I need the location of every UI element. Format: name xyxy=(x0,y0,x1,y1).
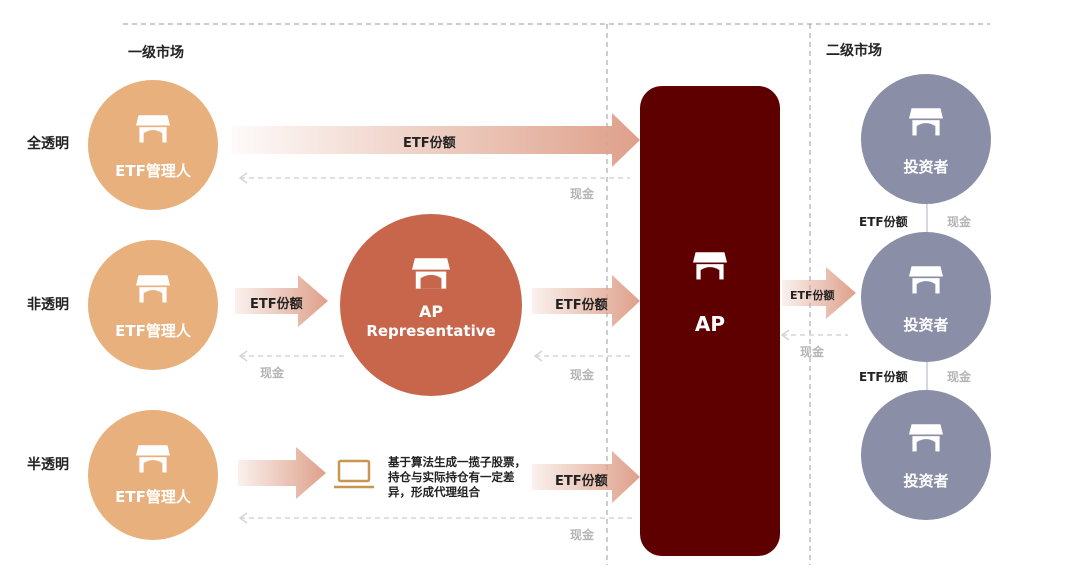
row-label-full: 全透明 xyxy=(27,136,69,152)
laptop-icon xyxy=(334,459,374,489)
store-icon xyxy=(136,443,170,473)
investor-1: 投资者 xyxy=(861,74,991,204)
algo-note-line-2: 持仓与实际持仓有一定差 xyxy=(388,470,515,484)
flow-label-etf: ETF份额 xyxy=(555,298,608,313)
etf-manager-full: ETF管理人 xyxy=(88,80,218,210)
investor-3: 投资者 xyxy=(861,390,991,520)
arrow-non-cash-1 xyxy=(238,350,345,362)
investor-label: 投资者 xyxy=(903,316,949,334)
primary-market-title: 一级市场 xyxy=(128,45,184,61)
store-icon xyxy=(412,256,450,289)
arrow-semi-to-algo xyxy=(238,447,326,499)
ap-box: AP xyxy=(640,86,780,556)
flow-label-etf: ETF份额 xyxy=(250,297,303,312)
etf-manager-non: ETF管理人 xyxy=(88,240,218,370)
store-icon xyxy=(909,422,943,452)
store-icon xyxy=(136,113,170,143)
investor-label: 投资者 xyxy=(903,472,949,490)
flow-label-cash: 现金 xyxy=(260,366,285,380)
arrow-ap-investor-etf xyxy=(782,267,856,319)
flow-label-etf: ETF份额 xyxy=(859,215,908,229)
etf-manager-semi: ETF管理人 xyxy=(88,410,218,540)
arrow-non-cash-2 xyxy=(533,350,632,362)
flow-label-cash: 现金 xyxy=(570,187,595,201)
etf-manager-label: ETF管理人 xyxy=(115,322,191,340)
arrow-non-etf-1 xyxy=(235,275,328,327)
flow-label-cash: 现金 xyxy=(570,368,595,382)
ap-rep-label-1: AP xyxy=(418,302,444,321)
arrow-full-cash xyxy=(238,172,630,184)
etf-manager-label: ETF管理人 xyxy=(115,162,191,180)
investor-label: 投资者 xyxy=(903,158,949,176)
secondary-market-title: 二级市场 xyxy=(826,43,882,59)
store-icon xyxy=(909,264,943,294)
flow-label-cash: 现金 xyxy=(570,528,595,542)
arrow-semi-cash xyxy=(238,512,632,524)
flow-label-cash: 现金 xyxy=(800,345,825,359)
arrow-full-etf xyxy=(232,113,640,167)
flow-label-etf: ETF份额 xyxy=(555,474,608,489)
store-icon xyxy=(693,250,727,280)
arrow-semi-etf xyxy=(532,451,640,503)
flow-label-etf: ETF份额 xyxy=(859,370,908,384)
ap-representative: AP Representative xyxy=(340,214,522,396)
ap-label: AP xyxy=(694,312,726,336)
arrow-non-etf-2 xyxy=(532,275,640,327)
store-icon xyxy=(136,273,170,303)
flow-label-etf: ETF份额 xyxy=(403,136,456,151)
algo-note-line-3: 异，形成代理组合 xyxy=(388,485,480,499)
arrow-investor-ap-cash xyxy=(780,329,848,341)
algo-note: 基于算法生成一揽子股票， 持仓与实际持仓有一定差 异，形成代理组合 xyxy=(388,455,526,500)
algo-note-line-1: 基于算法生成一揽子股票， xyxy=(388,455,526,469)
etf-manager-label: ETF管理人 xyxy=(115,488,191,506)
investor-2: 投资者 xyxy=(861,232,991,362)
row-label-non: 非透明 xyxy=(27,297,69,313)
store-icon xyxy=(909,106,943,136)
flow-label-cash: 现金 xyxy=(947,370,972,384)
flow-label-cash: 现金 xyxy=(947,215,972,229)
row-label-semi: 半透明 xyxy=(27,457,69,473)
flow-label-etf: ETF份额 xyxy=(790,289,835,302)
ap-rep-label-2: Representative xyxy=(366,322,496,340)
